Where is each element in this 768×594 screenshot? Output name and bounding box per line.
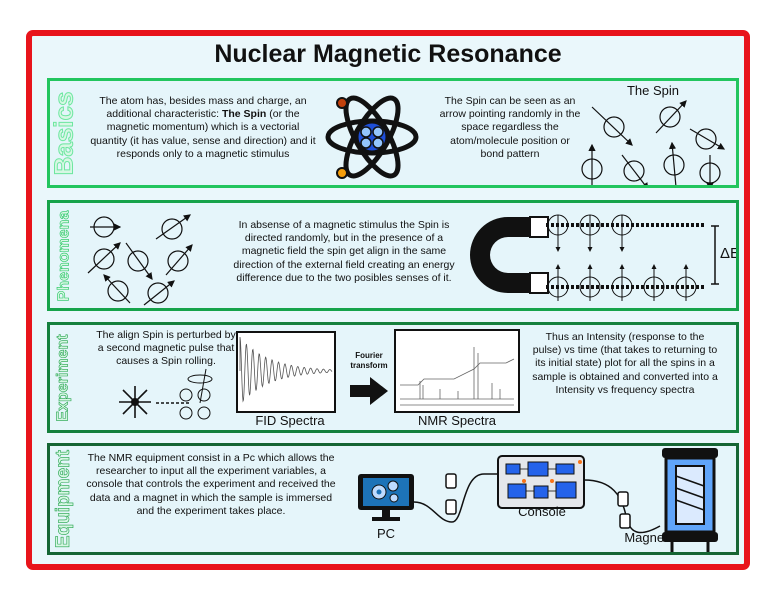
magnet-horseshoe-icon — [470, 216, 549, 294]
atom-icon — [325, 95, 419, 179]
pc-label: PC — [376, 526, 396, 541]
basics-text-part-b: (or the magnetic momentum) which is a ve… — [90, 108, 316, 160]
poster-title: Nuclear Magnetic Resonance — [214, 40, 562, 68]
equipment-label: Equipment — [53, 449, 75, 549]
delta-e-label: ΔE — [720, 245, 739, 262]
basics-label: Basics — [48, 91, 79, 176]
basics-label-container: Basics — [48, 81, 79, 185]
nmr-label: NMR Spectra — [417, 413, 497, 428]
random-spins-field-off — [87, 214, 193, 306]
console-label: Console — [518, 504, 566, 519]
basics-spin-text: The Spin can be seen as an arrow pointin… — [439, 95, 581, 160]
cable-console-magnet — [583, 479, 661, 534]
spin-rolling-illustration — [156, 368, 213, 420]
phenomena-label: Phenomena — [55, 210, 73, 301]
phenomena-text: In absense of a magnetic stimulus the Sp… — [233, 219, 455, 284]
fid-spectrum-plot — [236, 331, 336, 413]
magnet-cylinder-icon — [662, 448, 718, 552]
aligned-spins-illustration — [546, 214, 706, 301]
basics-text: The atom has, besides mass and charge, a… — [87, 95, 319, 161]
magnet-label: Magnet — [624, 530, 668, 545]
basics-text-part-a: The atom has, besides mass and charge, a… — [99, 95, 307, 121]
section-phenomena: Phenomena In absense of a magnetic stimu… — [47, 200, 739, 311]
pulse-burst-icon — [119, 386, 151, 418]
experiment-label: Experiment — [55, 333, 73, 422]
experiment-label-container: Experiment — [50, 325, 78, 430]
section-experiment: Experiment The align Spin is perturbed b… — [47, 322, 739, 433]
section-equipment: Equipment The NMR equipment consist in a… — [47, 443, 739, 555]
random-spins-illustration — [581, 100, 726, 185]
equipment-text: The NMR equipment consist in a Pc which … — [86, 452, 336, 517]
arrow-right-icon — [350, 377, 388, 405]
energy-gap-bracket — [711, 225, 719, 285]
spin-label: The Spin — [626, 83, 680, 98]
nmr-spectrum-plot — [394, 329, 520, 413]
cable-pc-console — [413, 473, 500, 523]
section-basics: Basics The atom has, besides mass and ch… — [47, 78, 739, 188]
fourier-transform-label: Fourier transform — [350, 351, 388, 370]
basics-text-bold: The Spin — [221, 108, 267, 121]
console-circuit-icon — [497, 455, 585, 509]
poster-frame: Nuclear Magnetic Resonance Basics The at… — [26, 30, 750, 570]
experiment-text-spectra: Thus an Intensity (response to the pulse… — [532, 331, 718, 396]
experiment-text-pulse: The align Spin is perturbed by a second … — [96, 329, 236, 368]
equipment-label-container: Equipment — [50, 446, 78, 552]
fid-label: FID Spectra — [255, 413, 325, 428]
pc-monitor-icon — [358, 474, 414, 521]
phenomena-label-container: Phenomena — [50, 203, 78, 308]
